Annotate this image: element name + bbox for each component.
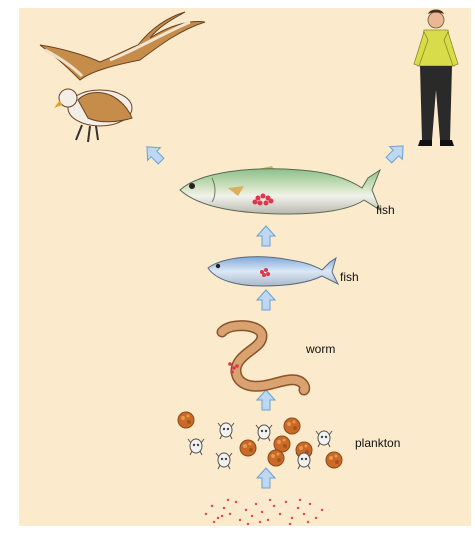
label-fish-small: fish bbox=[340, 270, 359, 284]
label-fish-large: fish bbox=[376, 203, 395, 217]
label-worm: worm bbox=[306, 342, 335, 356]
label-plankton: plankton bbox=[355, 436, 400, 450]
